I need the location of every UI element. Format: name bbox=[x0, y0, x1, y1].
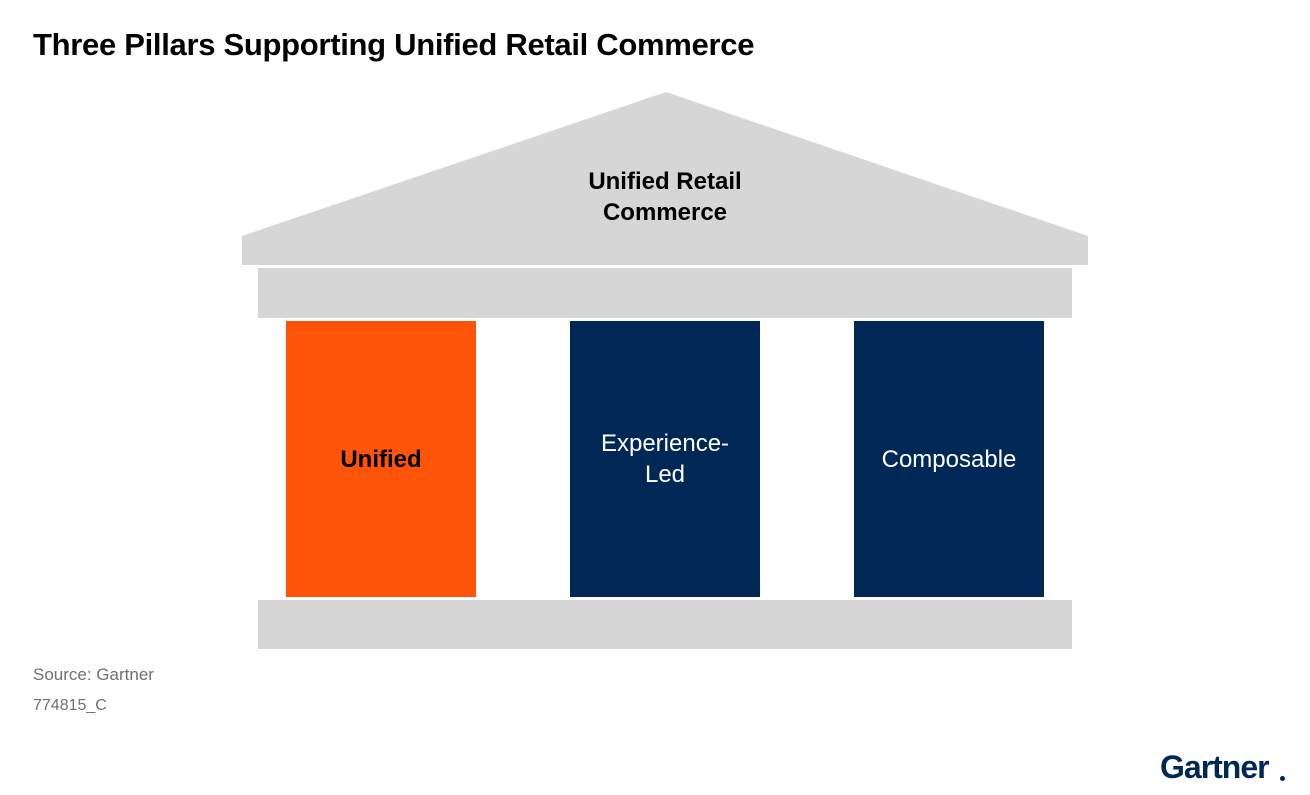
pillar-label: Experience-Led bbox=[600, 430, 730, 488]
gartner-logo: Gartner bbox=[1160, 749, 1270, 785]
pillar-unified: Unified bbox=[286, 321, 476, 597]
pillar-label: Composable bbox=[881, 445, 1017, 473]
roof-triangle bbox=[242, 92, 1088, 265]
top-beam bbox=[258, 268, 1072, 318]
pillar-experience-led: Experience-Led bbox=[570, 321, 760, 597]
diagram-title: Three Pillars Supporting Unified Retail … bbox=[33, 27, 755, 62]
document-id: 774815_C bbox=[33, 697, 107, 714]
source-note: Source: Gartner bbox=[33, 665, 154, 684]
pillar-composable: Composable bbox=[854, 321, 1044, 597]
logo-dot-icon bbox=[1280, 776, 1285, 781]
pillar-label: Unified bbox=[340, 445, 422, 473]
roof-label: Unified Retail Commerce bbox=[588, 168, 742, 226]
base-beam bbox=[258, 600, 1072, 649]
